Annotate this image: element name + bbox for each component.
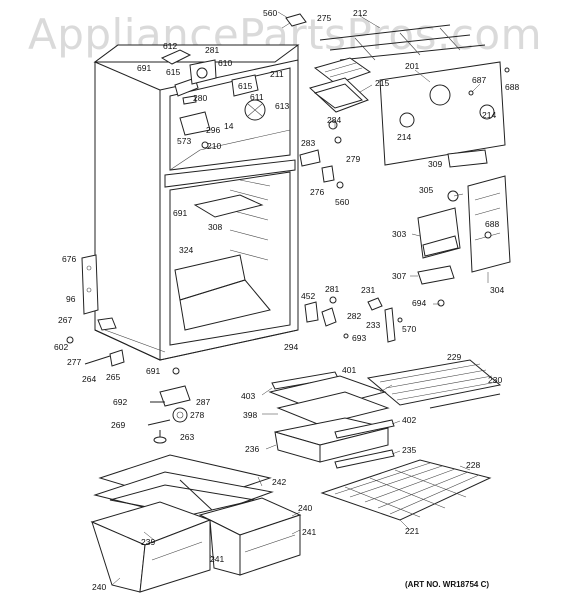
freezer-controls (160, 49, 266, 149)
label-14: 14 (224, 121, 234, 131)
label-398: 398 (243, 410, 257, 420)
label-267: 267 (58, 315, 72, 325)
label-214-b: 214 (397, 132, 411, 142)
label-691: 691 (137, 63, 151, 73)
label-276: 276 (310, 187, 324, 197)
label-613: 613 (275, 101, 289, 111)
label-211: 211 (270, 69, 284, 79)
label-278: 278 (190, 410, 204, 420)
label-305: 305 (419, 185, 433, 195)
label-691-c: 691 (146, 366, 160, 376)
art-number: (ART NO. WR18754 C) (405, 580, 490, 589)
label-240-b: 240 (92, 582, 106, 592)
label-201: 201 (405, 61, 419, 71)
label-275: 275 (317, 13, 331, 23)
label-307: 307 (392, 271, 406, 281)
label-615: 615 (166, 67, 180, 77)
label-214: 214 (482, 110, 496, 120)
label-235: 235 (402, 445, 416, 455)
label-263: 263 (180, 432, 194, 442)
label-96: 96 (66, 294, 76, 304)
label-236: 236 (245, 444, 259, 454)
label-212: 212 (353, 8, 367, 18)
label-265: 265 (106, 372, 120, 382)
label-402: 402 (402, 415, 416, 425)
label-573: 573 (177, 136, 191, 146)
leader-lines (111, 11, 489, 586)
cabinet (93, 44, 300, 361)
bottom-hardware (66, 336, 191, 444)
label-694: 694 (412, 298, 426, 308)
label-242: 242 (272, 477, 286, 487)
label-210: 210 (207, 141, 221, 151)
label-283: 283 (301, 138, 315, 148)
control-housing (417, 175, 511, 307)
label-279: 279 (346, 154, 360, 164)
label-691-b: 691 (173, 208, 187, 218)
label-282: 282 (347, 311, 361, 321)
label-231: 231 (361, 285, 375, 295)
label-676: 676 (62, 254, 76, 264)
label-287: 287 (196, 397, 210, 407)
label-239: 239 (141, 537, 155, 547)
label-688: 688 (505, 82, 519, 92)
label-615-b: 615 (238, 81, 252, 91)
label-692: 692 (113, 397, 127, 407)
label-308: 308 (208, 222, 222, 232)
label-280: 280 (193, 93, 207, 103)
label-688-b: 688 (485, 219, 499, 229)
label-284: 284 (327, 115, 341, 125)
label-304: 304 (490, 285, 504, 295)
wire-shelf-228 (320, 459, 492, 521)
label-403: 403 (241, 391, 255, 401)
label-269: 269 (111, 420, 125, 430)
label-221: 221 (405, 526, 419, 536)
top-right-parts (285, 13, 510, 189)
label-241: 241 (302, 527, 316, 537)
label-228: 228 (466, 460, 480, 470)
label-240: 240 (298, 503, 312, 513)
label-230: 230 (488, 375, 502, 385)
label-570: 570 (402, 324, 416, 334)
crisper-assembly (90, 454, 302, 593)
label-215: 215 (375, 78, 389, 88)
label-241-b: 241 (210, 554, 224, 564)
label-610: 610 (218, 58, 232, 68)
label-612: 612 (163, 41, 177, 51)
middle-small-parts (304, 296, 403, 343)
label-281-b: 281 (325, 284, 339, 294)
label-401: 401 (342, 365, 356, 375)
label-229: 229 (447, 352, 461, 362)
label-687: 687 (472, 75, 486, 85)
label-560: 560 (263, 8, 277, 18)
label-277: 277 (67, 357, 81, 367)
label-452: 452 (301, 291, 315, 301)
label-309: 309 (428, 159, 442, 169)
label-602: 602 (54, 342, 68, 352)
glass-shelf-assembly (268, 371, 395, 469)
wire-shelf-229 (366, 359, 502, 409)
label-303: 303 (392, 229, 406, 239)
hinge-bracket (81, 254, 117, 331)
part-labels: 560 275 212 612 691 615 281 610 211 201 … (54, 8, 519, 592)
label-693: 693 (352, 333, 366, 343)
label-296: 296 (206, 125, 220, 135)
label-324: 324 (179, 245, 193, 255)
label-233: 233 (366, 320, 380, 330)
label-281: 281 (205, 45, 219, 55)
label-294: 294 (284, 342, 298, 352)
label-560-b: 560 (335, 197, 349, 207)
label-264: 264 (82, 374, 96, 384)
label-611: 611 (250, 92, 264, 102)
